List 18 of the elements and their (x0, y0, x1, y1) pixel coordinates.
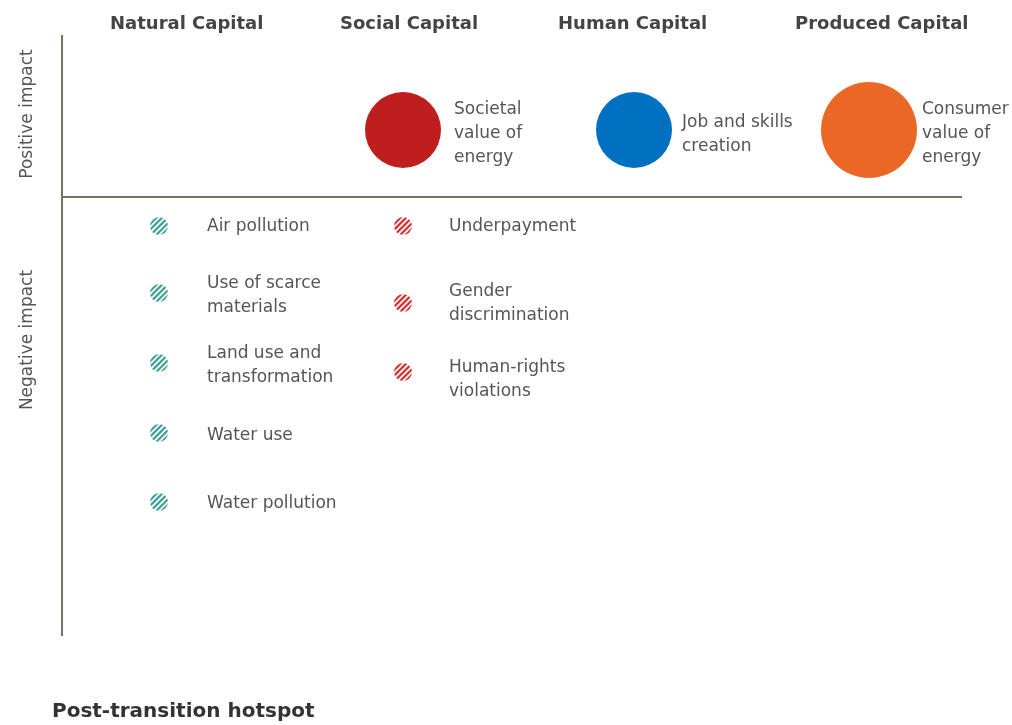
column-heading: Social Capital (340, 12, 479, 33)
axis-label: Negative impact (16, 269, 36, 411)
impact-label: Job and skills creation (682, 110, 794, 157)
caption: Post-transition hotspot (52, 698, 315, 722)
column-heading: Produced Capital (795, 12, 969, 33)
impact-label: Land use and transformation (207, 341, 335, 388)
axis-label: Positive impact (16, 49, 36, 179)
impact-label: Air pollution (207, 214, 311, 237)
column-heading: Human Capital (558, 12, 708, 33)
impact-label: Human-rights violations (449, 355, 567, 402)
impact-label: Consumer value of energy (922, 97, 1010, 168)
impact-label: Water use (207, 423, 294, 446)
column-heading: Natural Capital (110, 12, 264, 33)
impact-label: Water pollution (207, 491, 338, 514)
impact-label: Underpayment (449, 214, 578, 237)
impact-label: Societal value of energy (454, 97, 524, 168)
impact-label: Gender discrimination (449, 279, 571, 326)
impact-label: Use of scarce materials (207, 271, 322, 318)
